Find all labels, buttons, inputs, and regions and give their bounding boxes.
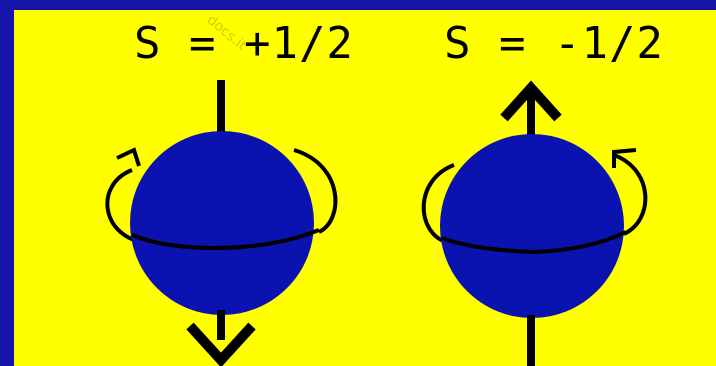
right-electron [424,88,646,366]
right-axis-bottom [527,315,535,366]
sphere-icon [130,131,314,315]
sphere-icon [440,134,624,318]
diagram-panel: S = +1/2 S = -1/2 docs.it [14,10,716,366]
left-axis-bottom [217,310,225,340]
left-electron [107,80,335,360]
left-axis-top [217,80,225,132]
spin-diagram-art [14,10,716,366]
left-rotation-arrowhead [117,150,139,166]
